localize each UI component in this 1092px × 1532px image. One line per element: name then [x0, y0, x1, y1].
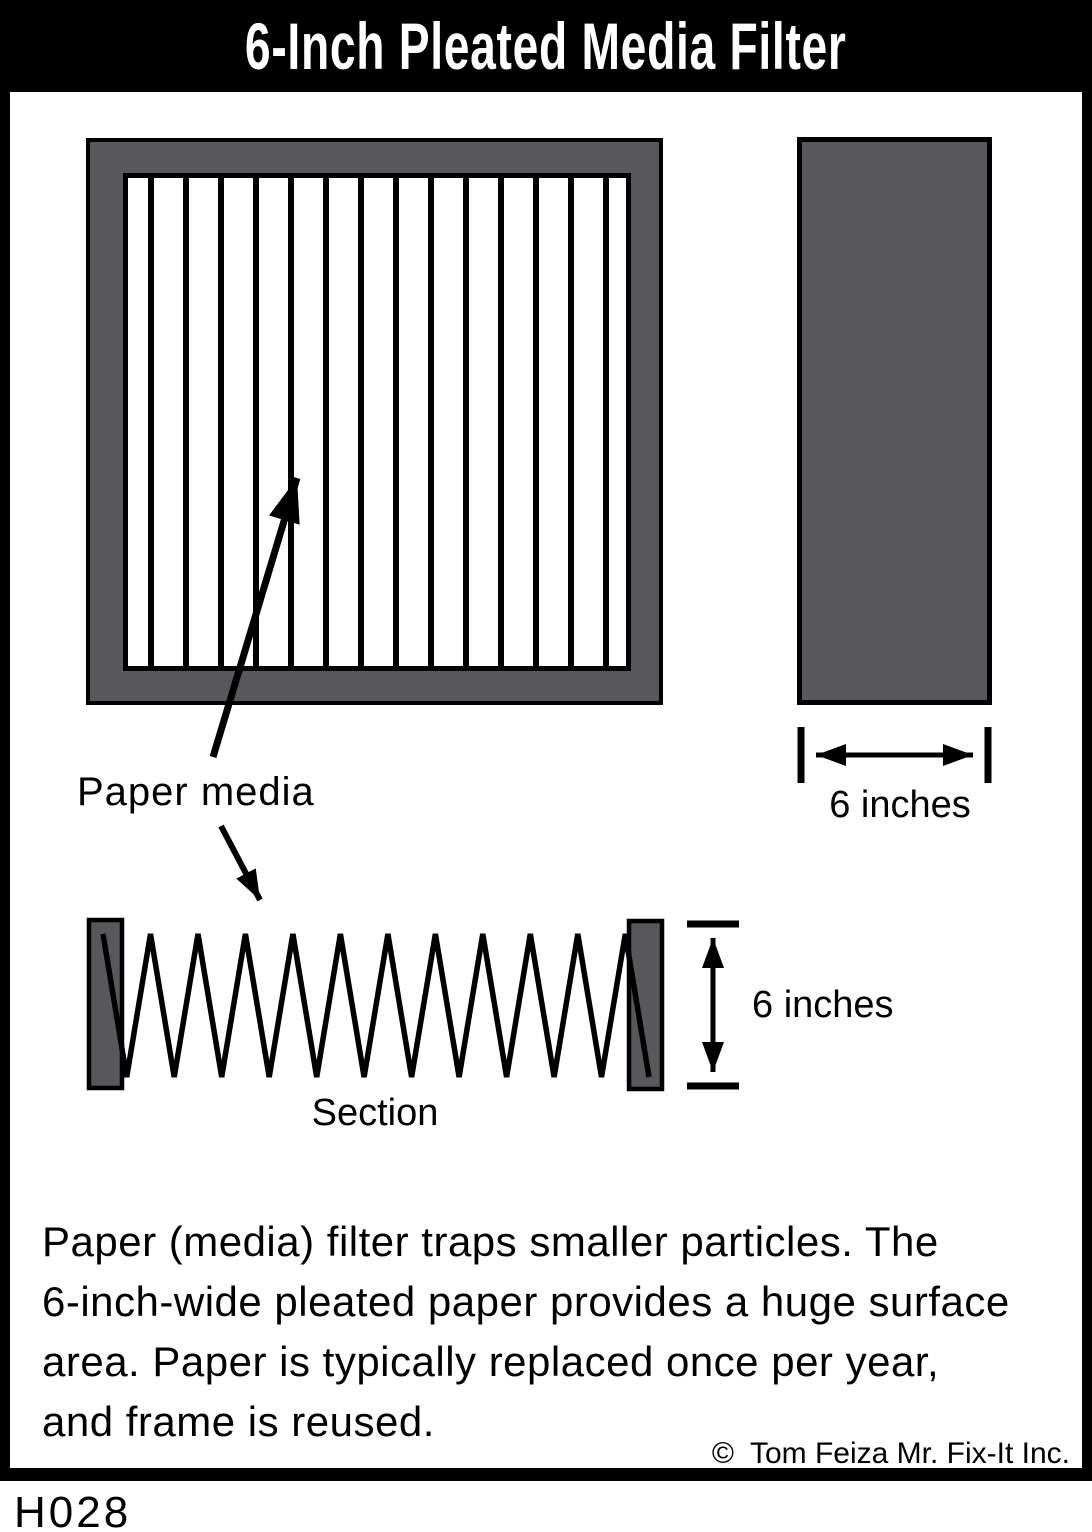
description-line: 6-inch-wide pleated paper provides a hug… [42, 1278, 1010, 1325]
filter-front-view [86, 138, 663, 705]
description-line: Paper (media) filter traps smaller parti… [42, 1218, 939, 1265]
description-text: Paper (media) filter traps smaller parti… [42, 1212, 1057, 1452]
title-bar: 6-Inch Pleated Media Filter [0, 0, 1092, 92]
pleated-media-front [123, 173, 631, 671]
drawing-code-label: H028 [14, 1488, 132, 1532]
section-label: Section [311, 1092, 439, 1134]
copyright-line: © Tom Feiza Mr. Fix-It Inc. [712, 1437, 1070, 1471]
section-depth-label: 6 inches [752, 984, 894, 1026]
description-line: and frame is reused. [42, 1398, 435, 1445]
side-width-label: 6 inches [829, 784, 971, 826]
description-line: area. Paper is typically replaced once p… [42, 1338, 940, 1385]
paper-media-label: Paper media [77, 770, 315, 814]
page-title: 6-Inch Pleated Media Filter [245, 9, 847, 83]
copyright-symbol: © [711, 1437, 734, 1470]
copyright-text: Tom Feiza Mr. Fix-It Inc. [749, 1437, 1070, 1470]
filter-side-view [797, 137, 992, 705]
